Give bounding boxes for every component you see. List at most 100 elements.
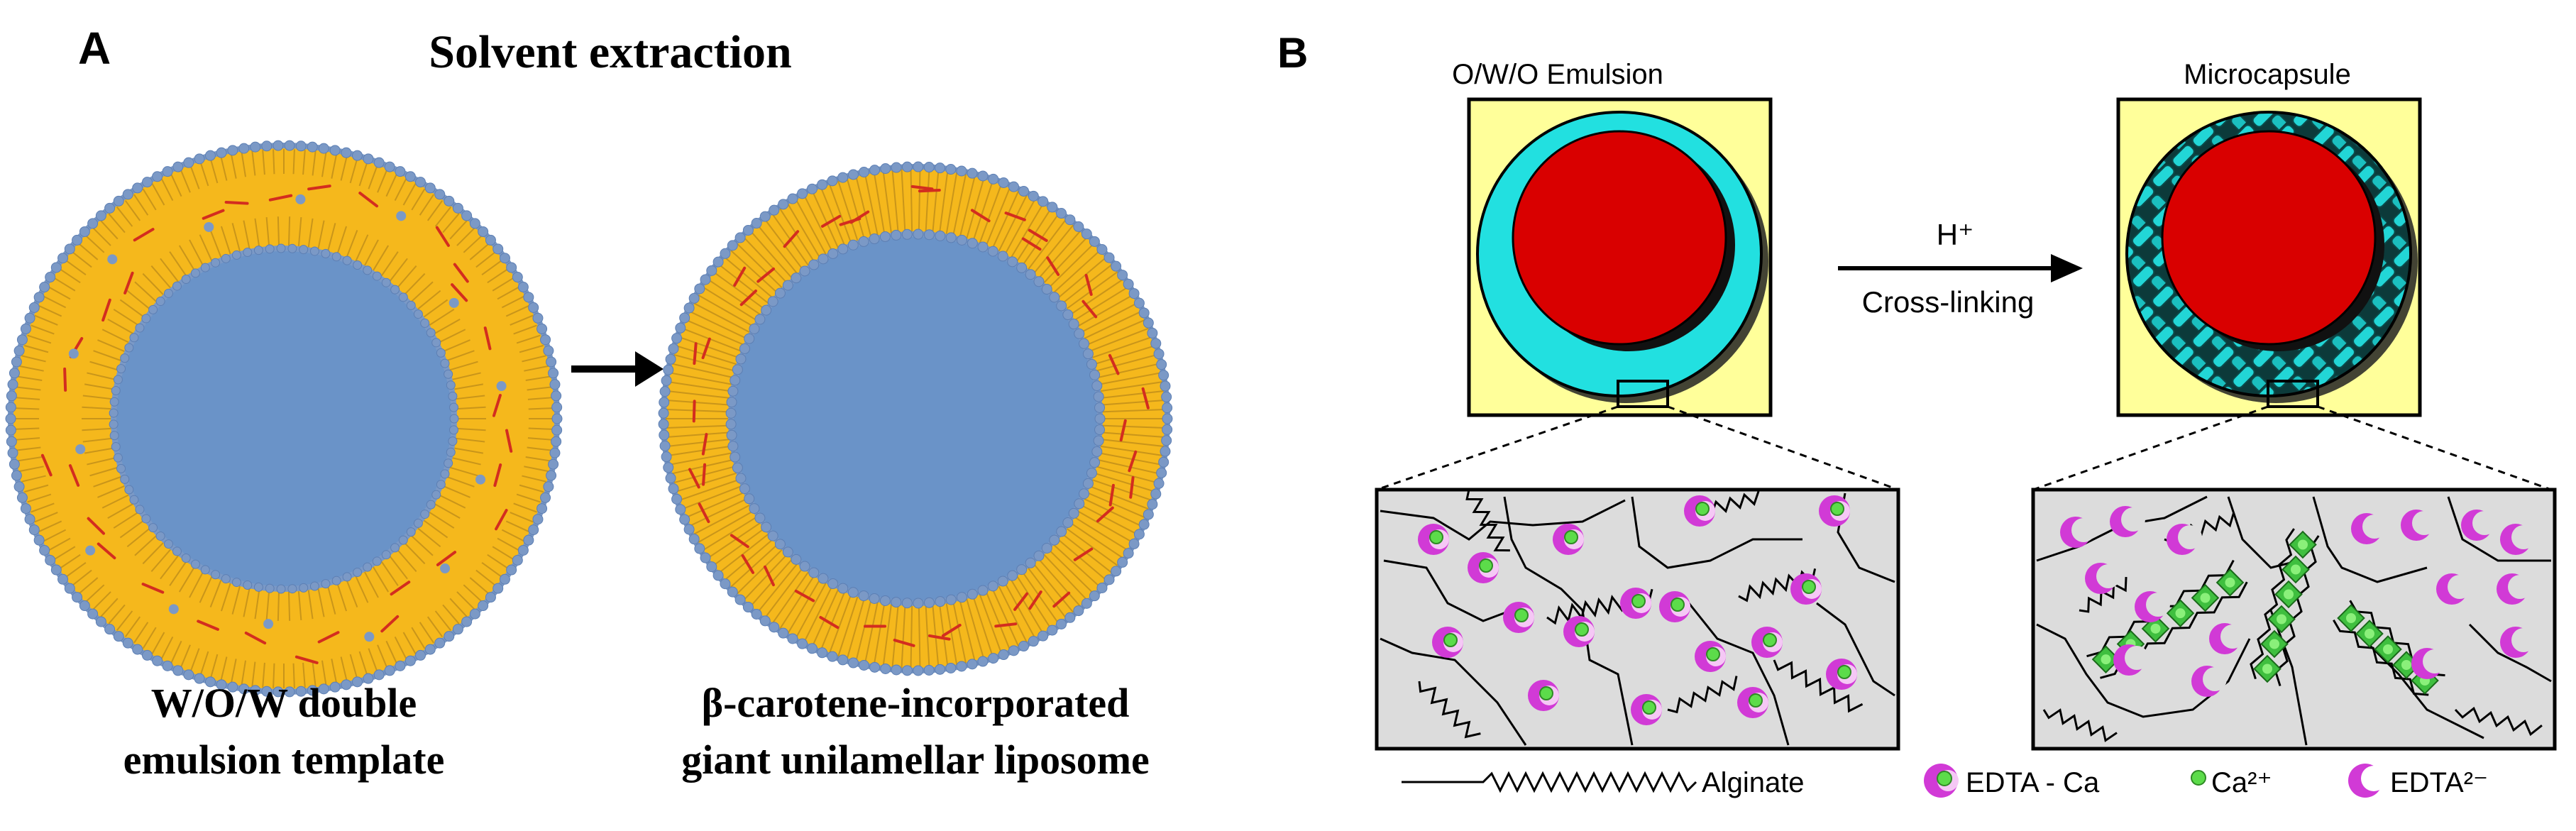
carotene-molecule [918,188,941,193]
lipid-tail [668,445,732,456]
lipid-headgroup [1025,269,1036,280]
lipid-headgroup [253,246,263,255]
calcium-bridge-center [2200,593,2211,603]
lipid-headgroup [142,177,153,188]
lipid-headgroup [1082,478,1094,489]
calcium-ion [1564,530,1578,544]
calcium-bridge-center [2298,539,2308,550]
lipid-headgroup [478,600,489,612]
lipid-tail [220,156,228,181]
lipid-headgroup [64,243,75,255]
lipid-tail [331,659,338,683]
lipid-tail [463,584,483,602]
lipid-tail [209,158,219,184]
carotene-molecule [453,263,469,283]
lipid-tail [828,184,852,245]
lipid-tail [142,542,164,565]
lipid-headgroup [116,364,126,374]
lipid-tail [434,318,461,334]
lipid-headgroup [797,188,808,199]
lipid-headgroup [797,638,808,649]
lipid-tail [368,648,378,672]
carotene-molecule [68,464,80,487]
lipid-tail [454,383,483,390]
lipid-tail [997,194,1028,253]
lipid-tail [682,327,743,353]
lipid-tail [1101,400,1165,406]
carotene-molecule [763,565,775,587]
lipid-tail [1096,363,1160,379]
lipid-tail [160,636,174,660]
calcium-ion [1575,622,1589,637]
lipid-headgroup [253,582,263,592]
lipid-tail [666,431,730,438]
alginate-chain [2274,535,2320,687]
lipid-tail [463,235,483,253]
lipid-headgroup [120,353,130,363]
bilayer-headgroups [658,161,1173,676]
surfactant-dot [204,221,214,232]
lipid-headgroup [551,390,562,402]
lipid-headgroup [211,258,221,268]
lipid-tail [389,258,408,282]
lipid-headgroup [1091,446,1103,457]
lipid-tail [803,585,834,643]
lipid-headgroup [551,424,563,436]
lipid-headgroup [742,602,754,613]
lipid-tail [363,571,379,598]
lipid-tail [846,597,866,659]
lipid-headgroup [1093,435,1104,446]
lipid-headgroup [659,386,671,397]
lipid-tail [952,600,967,664]
lipid-headgroup [778,199,789,210]
lipid-tail [411,281,434,302]
calcium-ion [1830,502,1844,516]
panel-b-label: B [1277,29,1308,77]
surfactant-dot [448,297,459,308]
lipid-headgroup [20,323,31,334]
lipid-tail [837,595,859,657]
carotene-molecule [40,453,53,477]
lipid-tail [779,574,815,629]
lipid-headgroup [194,153,205,165]
lipid-headgroup [1123,548,1134,559]
lipid-tail [394,636,407,660]
lipid-headgroup [988,173,999,185]
lipid-headgroup [967,588,978,600]
lipid-headgroup [987,246,998,257]
lipid-headgroup [444,369,453,379]
lipid-headgroup [791,273,802,284]
lipid-tail [666,408,730,413]
lipid-tail [429,512,455,529]
lipid-headgroup [1018,185,1030,197]
lipid-tail [151,632,165,655]
carotene-molecule [1129,475,1135,499]
lipid-tail [525,375,551,382]
lipid-headgroup [363,562,373,572]
carotene-molecule [101,298,111,322]
lipid-headgroup [913,161,924,172]
lipid-headgroup [977,585,989,596]
lipid-headgroup [751,218,762,229]
lipid-headgroup [122,637,133,649]
lipid-tail [417,527,441,548]
carotene-molecule [819,616,840,629]
lipid-tail [1096,458,1160,475]
lipid-headgroup [827,651,838,662]
lipid-tail [1015,208,1052,263]
lipid-headgroup [461,616,473,627]
carotene-molecule [820,214,842,228]
lipid-tail [527,437,553,441]
lipid-tail [730,250,779,295]
lipid-headgroup [1158,456,1169,468]
lipid-tail [377,644,388,668]
carotene-molecule [224,201,249,205]
lipid-tail [910,169,913,233]
lipid-tail [724,256,774,299]
lipid-tail [446,350,475,361]
lipid-tail [16,446,41,451]
lipid-headgroup [434,637,446,649]
lipid-tail [671,363,734,379]
inner-lipid-tails [82,216,486,621]
lipid-tail [87,372,116,380]
